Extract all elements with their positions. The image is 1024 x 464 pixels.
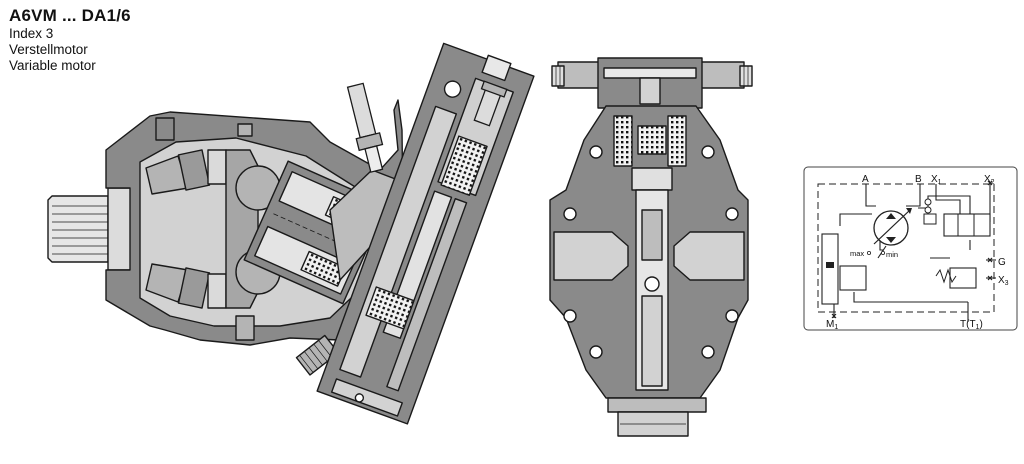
control-valve (943, 213, 991, 237)
adjusting-screw (346, 82, 384, 173)
hydraulic-schematic: A B X1 X2 G X3 M1 T(T1) max min (803, 166, 1018, 331)
front-section-view (549, 57, 753, 437)
port-x3-mark (987, 275, 993, 281)
port-x1-label: X1 (931, 174, 942, 186)
side-section-view (47, 99, 405, 376)
port-x2-label: X2 (984, 174, 995, 186)
port-g-mark (987, 257, 993, 263)
product-title: A6VM ... DA1/6 (9, 6, 131, 25)
port-b-label: B (915, 174, 922, 185)
lower-fitting (295, 334, 340, 376)
title-block: A6VM ... DA1/6 Index 3 Verstellmotor Var… (9, 6, 131, 74)
index-label: Index 3 (9, 26, 54, 41)
german-description: Verstellmotor (9, 42, 88, 57)
pressure-valve (949, 267, 977, 289)
component-boundary (817, 183, 995, 313)
max-label: max (850, 249, 864, 258)
port-m1-mark (831, 313, 837, 319)
valve-plug (473, 80, 508, 127)
port-t-label: T(T1) (960, 319, 983, 331)
positioning-cylinder (821, 233, 839, 305)
port-a-label: A (862, 174, 869, 185)
housing-lug (235, 315, 255, 341)
english-description: Variable motor (9, 58, 96, 73)
port-g-label: G (998, 257, 1006, 268)
min-label: min (886, 250, 898, 259)
control-cover (316, 42, 535, 425)
port-x2-mark (987, 180, 993, 186)
port-x3-label: X3 (998, 275, 1009, 287)
port-m1-label: M1 (826, 319, 838, 331)
shaft-bearings (145, 149, 227, 309)
